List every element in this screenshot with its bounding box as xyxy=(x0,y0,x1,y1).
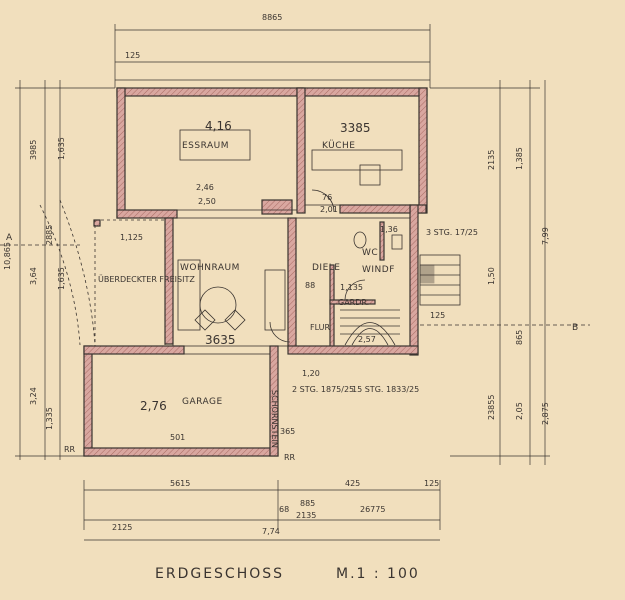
door-arc xyxy=(269,321,291,343)
diele-label: DIELE xyxy=(312,263,340,273)
kitchen-counter xyxy=(311,149,403,171)
dim-left-total: 10,865 xyxy=(3,242,12,270)
dim-right-2: 1,385 xyxy=(515,147,524,170)
coffee-table xyxy=(199,286,237,324)
kueche-label: KÜCHE xyxy=(322,140,356,151)
stair-label-2: 2 STG. 1875/25 xyxy=(292,385,354,394)
dim-kitchen-h: 2,01 xyxy=(320,205,338,214)
dim-bottom-1: 5615 xyxy=(170,479,190,488)
dim-fl-125: 125 xyxy=(430,311,445,320)
dim-bottom-7: 26775 xyxy=(360,505,385,514)
dim-bottom-3: 125 xyxy=(424,479,439,488)
dim-bottom-4: 68 xyxy=(279,505,289,514)
dim-bottom-9: 7,74 xyxy=(262,527,280,536)
marker-rr-left: RR xyxy=(64,445,76,454)
dim-wc-136: 1,36 xyxy=(380,225,398,234)
dim-bottom-5: 885 xyxy=(300,499,315,508)
dim-wohn-width: 1,125 xyxy=(120,233,143,242)
dim-right-7: 2,05 xyxy=(515,402,524,420)
dim-garage-width: 2,76 xyxy=(140,399,167,413)
dim-right-1: 2135 xyxy=(487,150,496,170)
labels: 8865 125 4,16 ESSRAUM 3385 KÜCHE 2,46 2,… xyxy=(3,13,579,582)
dim-top-total: 8865 xyxy=(262,13,282,22)
dim-right-8: 23855 xyxy=(487,395,496,420)
wc-label: WC xyxy=(362,248,378,258)
windfang-label: WINDF xyxy=(362,265,395,275)
dim-bottom-2: 425 xyxy=(345,479,360,488)
schornstein-label: SCHORNSTEIN xyxy=(270,390,279,448)
dim-left-7: 1,335 xyxy=(45,407,54,430)
dimension-lines xyxy=(0,24,590,541)
dim-left-5: 1,635 xyxy=(57,267,66,290)
stair-label-3: 15 STG. 1833/25 xyxy=(352,385,419,394)
essraum-label: ESSRAUM xyxy=(182,141,229,151)
dim-right-3: 7,99 xyxy=(541,227,550,245)
dim-left-3: 2885 xyxy=(45,225,54,245)
dim-stair-257: 2,57 xyxy=(358,335,376,344)
freisitz-label: ÜBERDECKTER FREISITZ xyxy=(98,274,195,284)
entry-steps xyxy=(419,254,461,306)
dim-top-left: 125 xyxy=(125,51,140,60)
dim-wall-36: 365 xyxy=(280,427,295,436)
walls xyxy=(83,87,428,457)
dim-left-4: 3,64 xyxy=(29,267,38,285)
kueche-area: 3385 xyxy=(340,121,371,135)
dim-right-5: 865 xyxy=(515,330,524,345)
dim-left-6: 3,24 xyxy=(29,387,38,405)
drawing-title: ERDGESCHOSS xyxy=(155,566,284,582)
dim-kitchen-w: 76 xyxy=(322,193,332,202)
stair-label-1: 3 STG. 17/25 xyxy=(426,228,478,237)
garage-label: GARAGE xyxy=(182,397,223,407)
drawing-scale: M.1 : 100 xyxy=(336,566,420,582)
dim-flur-120: 1,20 xyxy=(302,369,320,378)
dim-left-1: 3985 xyxy=(29,140,38,160)
dim-ess-1: 2,46 xyxy=(196,183,214,192)
wohnraum-area: 3635 xyxy=(205,333,236,347)
section-marker-b: B xyxy=(572,323,579,333)
dim-bottom-6: 2135 xyxy=(296,511,316,520)
dim-stair-1135: 1,135 xyxy=(340,283,363,292)
wohnraum-label: WOHNRAUM xyxy=(180,263,240,273)
marker-rr-right: RR xyxy=(284,453,296,462)
toilet xyxy=(353,231,367,249)
stair-treads xyxy=(340,309,400,346)
dim-ess-2: 2,50 xyxy=(198,197,216,206)
door-arc xyxy=(344,279,366,301)
sofa xyxy=(177,259,201,331)
essraum-area: 4,16 xyxy=(205,119,232,133)
garage-area: 501 xyxy=(170,433,185,442)
dim-right-6: 2,875 xyxy=(541,402,550,425)
dim-fl-88: 88 xyxy=(305,281,315,290)
section-marker-a: A xyxy=(6,233,13,243)
dining-table xyxy=(179,129,251,161)
door-arc xyxy=(311,189,335,213)
interior-lines xyxy=(39,95,461,449)
dim-bottom-8: 2125 xyxy=(112,523,132,532)
garderobe-label: GARDR. xyxy=(338,298,369,307)
flur-label: FLUR xyxy=(310,323,331,332)
dim-left-2: 1,635 xyxy=(57,137,66,160)
dim-right-4: 1,50 xyxy=(487,267,496,285)
